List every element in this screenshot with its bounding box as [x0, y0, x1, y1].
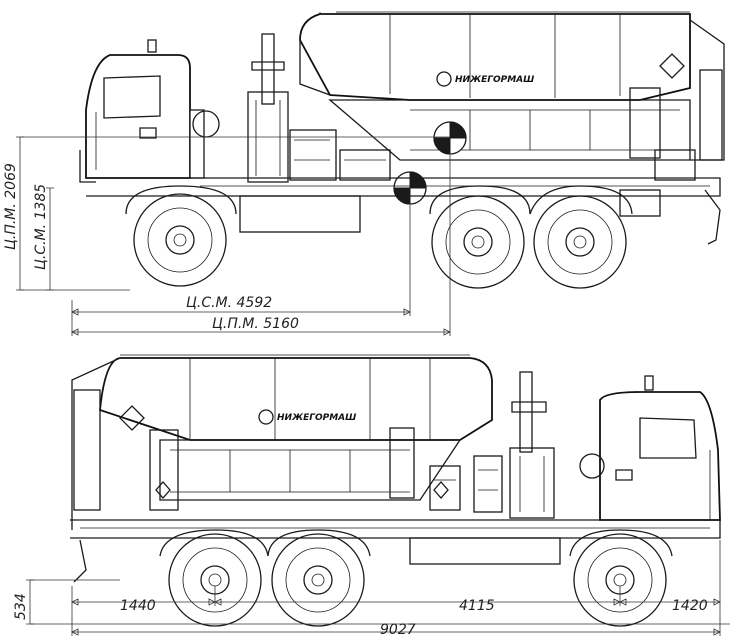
wheels-bottom	[159, 529, 673, 627]
crane-bottom	[509, 371, 555, 519]
chassis-bottom	[70, 519, 721, 565]
machinery-bottom	[149, 427, 503, 513]
truck-side-view-top: НИЖЕГОРМАШ	[3, 11, 725, 336]
chassis-top	[86, 177, 721, 233]
dimensions-bottom: 534 1440 4115 1420 9027	[13, 540, 730, 638]
dim-rear-overhang: 1440	[120, 598, 156, 614]
cab-bottom	[579, 375, 721, 521]
dimensions-top: Ц.П.М. 2069 Ц.С.М. 1385 Ц.С.М. 4592 Ц.П.…	[3, 136, 451, 336]
dim-cpm-height: Ц.П.М. 2069	[3, 163, 19, 250]
dim-csm-height: Ц.С.М. 1385	[33, 184, 49, 270]
dim-front-overhang: 1420	[672, 598, 708, 614]
machinery-top	[289, 87, 696, 181]
dim-overall-length: 9027	[380, 622, 416, 638]
truck-side-view-bottom: НИЖЕГОРМАШ	[13, 354, 730, 638]
wheels-top	[125, 185, 633, 289]
logo-text-bottom: НИЖЕГОРМАШ	[277, 413, 356, 423]
dim-wheelbase: 4115	[459, 598, 495, 614]
dim-ground-clearance: 534	[13, 593, 29, 620]
crane-top	[247, 33, 289, 183]
dim-csm-length: Ц.С.М. 4592	[186, 295, 272, 311]
hopper-bottom: НИЖЕГОРМАШ	[71, 354, 493, 583]
cab-top	[79, 39, 220, 183]
logo-text-top: НИЖЕГОРМАШ	[455, 75, 534, 85]
dim-cpm-length: Ц.П.М. 5160	[212, 316, 299, 332]
